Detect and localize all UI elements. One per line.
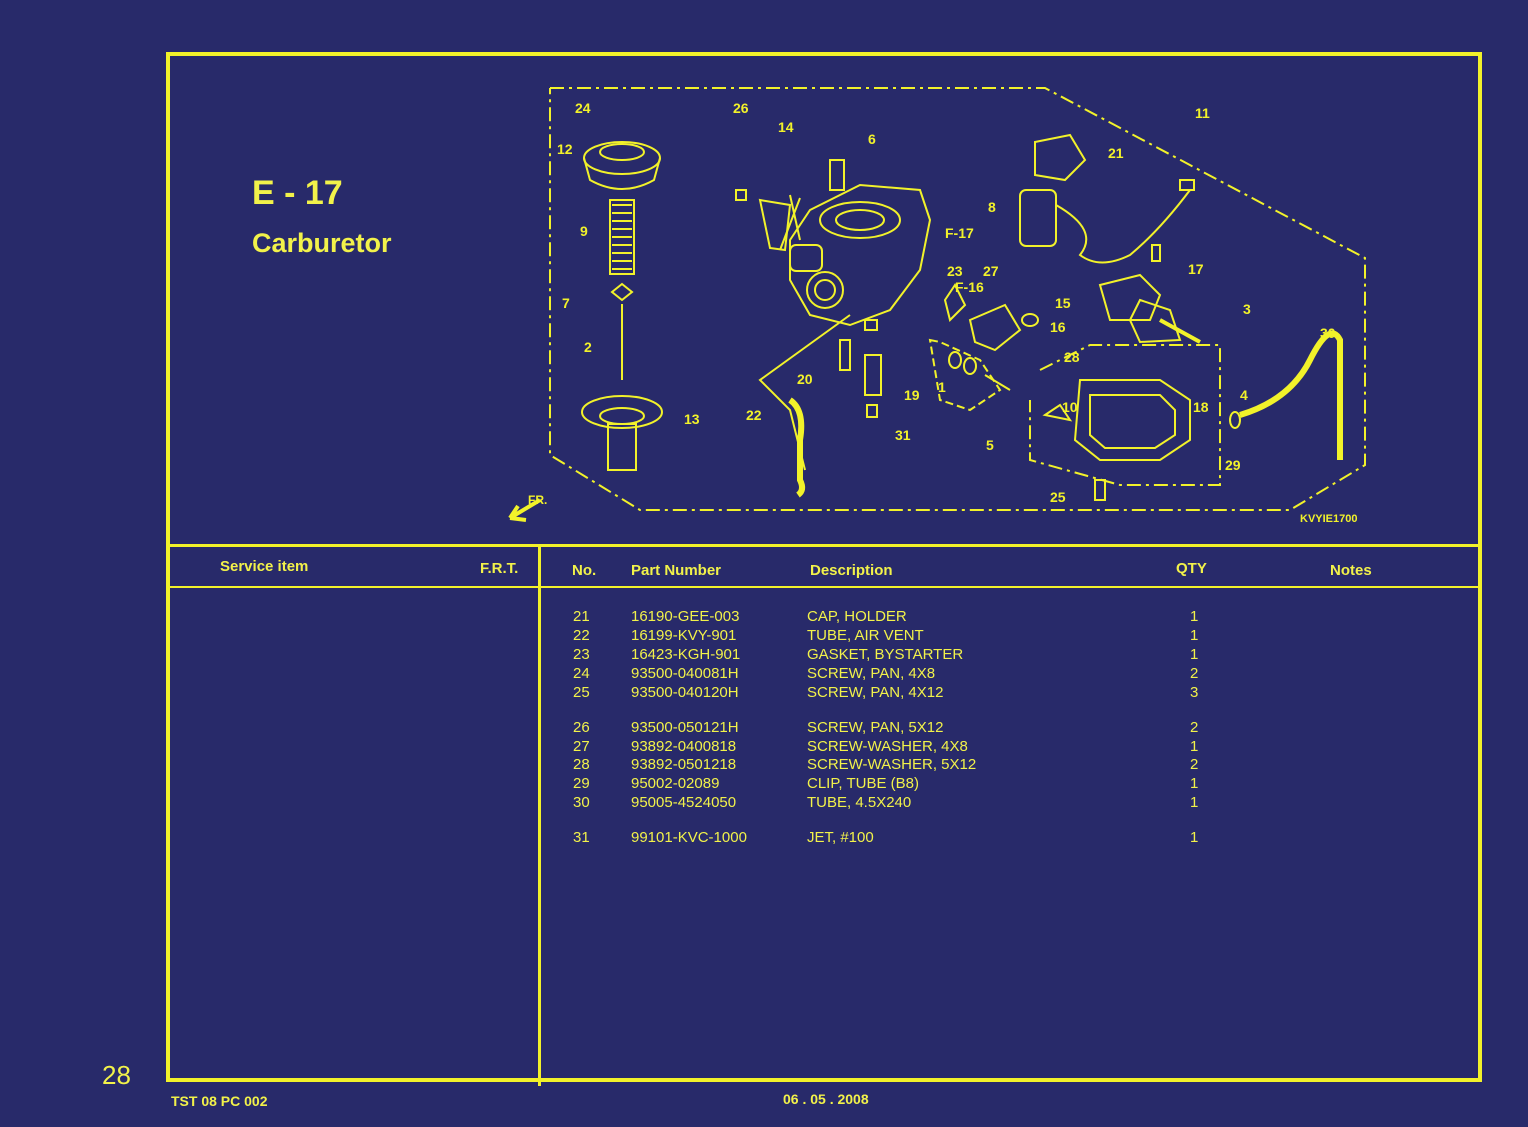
ref-f17: F-17 [945, 225, 974, 241]
part-number: 93500-040120H [631, 684, 739, 701]
part-description: SCREW, PAN, 4X12 [807, 684, 944, 701]
part-qty: 1 [1190, 775, 1199, 792]
catalog-frame: E - 17 Carburetor [166, 52, 1482, 1086]
part-qty: 1 [1190, 738, 1199, 755]
ref-f16: F-16 [955, 279, 984, 295]
part-qty: 1 [1190, 794, 1199, 811]
part-number: 93892-0400818 [631, 738, 737, 755]
part-no: 25 [573, 684, 590, 701]
part-qty: 1 [1190, 829, 1199, 846]
callout-label: 7 [562, 295, 570, 311]
part-number: 95002-02089 [631, 775, 720, 792]
header-frt: F.R.T. [480, 560, 519, 577]
header-qty: QTY [1176, 560, 1207, 577]
callout-label: 31 [895, 427, 911, 443]
part-number: 16199-KVY-901 [631, 627, 737, 644]
callout-label: 26 [733, 100, 749, 116]
callout-label: 24 [575, 100, 591, 116]
part-no: 29 [573, 775, 590, 792]
header-bottom-rule [170, 586, 1478, 588]
part-description: CLIP, TUBE (B8) [807, 775, 919, 792]
callout-label: 8 [988, 199, 996, 215]
callout-label: 14 [778, 119, 794, 135]
callout-label: 28 [1064, 349, 1080, 365]
part-number: 16190-GEE-003 [631, 608, 740, 625]
part-qty: 2 [1190, 756, 1199, 773]
callout-label: 20 [797, 371, 813, 387]
callout-label: 17 [1188, 261, 1204, 277]
column-divider [538, 544, 541, 1086]
part-no: 21 [573, 608, 590, 625]
part-qty: 1 [1190, 646, 1199, 663]
part-qty: 3 [1190, 684, 1199, 701]
part-description: TUBE, 4.5X240 [807, 794, 912, 811]
section-title: Carburetor [252, 228, 392, 258]
callout-label: 1 [938, 379, 946, 395]
part-description: SCREW, PAN, 5X12 [807, 719, 944, 736]
section-code: E - 17 [252, 174, 343, 212]
header-description: Description [810, 562, 893, 579]
part-qty: 2 [1190, 719, 1199, 736]
part-description: JET, #100 [807, 829, 874, 846]
part-no: 30 [573, 794, 590, 811]
callout-label: 9 [580, 223, 588, 239]
header-notes: Notes [1330, 562, 1372, 579]
callout-label: 13 [684, 411, 700, 427]
callout-label: 16 [1050, 319, 1066, 335]
part-qty: 2 [1190, 665, 1199, 682]
part-description: SCREW-WASHER, 4X8 [807, 738, 968, 755]
part-description: TUBE, AIR VENT [807, 627, 924, 644]
callout-label: 10 [1062, 399, 1078, 415]
table-top-rule [170, 544, 1478, 547]
callout-label: 2 [584, 339, 592, 355]
callout-label: 23 [947, 263, 963, 279]
part-qty: 1 [1190, 627, 1199, 644]
part-number: 93500-040081H [631, 665, 739, 682]
callout-label: 12 [557, 141, 573, 157]
part-description: GASKET, BYSTARTER [807, 646, 964, 663]
part-number: 93892-0501218 [631, 756, 737, 773]
part-number: 93500-050121H [631, 719, 739, 736]
callout-label: 22 [746, 407, 762, 423]
header-no: No. [572, 562, 597, 579]
part-no: 28 [573, 756, 590, 773]
callout-label: 11 [1195, 105, 1210, 121]
part-number: 16423-KGH-901 [631, 646, 741, 663]
callout-label: 15 [1055, 295, 1071, 311]
exploded-diagram: 24 26 14 6 11 12 21 8 9 23 27 17 7 15 3 … [508, 87, 1366, 525]
callout-label: 18 [1193, 399, 1209, 415]
part-no: 27 [573, 738, 590, 755]
front-marker: FR. [528, 493, 547, 507]
callout-label: 4 [1240, 387, 1248, 403]
part-no: 22 [573, 627, 590, 644]
diagram-code: KVYIE1700 [1300, 513, 1357, 525]
callout-label: 30 [1320, 325, 1336, 341]
callout-label: 25 [1050, 489, 1066, 505]
callout-label: 6 [868, 131, 876, 147]
part-number: 99101-KVC-1000 [631, 829, 747, 846]
header-service-item: Service item [220, 558, 309, 575]
part-no: 26 [573, 719, 590, 736]
document-date: 06 . 05 . 2008 [783, 1091, 869, 1107]
callout-label: 29 [1225, 457, 1241, 473]
part-no: 31 [573, 829, 590, 846]
header-part-number: Part Number [631, 562, 722, 579]
part-number: 95005-4524050 [631, 794, 737, 811]
part-description: CAP, HOLDER [807, 608, 907, 625]
part-qty: 1 [1190, 608, 1199, 625]
part-description: SCREW-WASHER, 5X12 [807, 756, 977, 773]
callout-label: 5 [986, 437, 994, 453]
part-description: SCREW, PAN, 4X8 [807, 665, 936, 682]
callout-label: 3 [1243, 301, 1251, 317]
callout-label: 27 [983, 263, 999, 279]
part-no: 24 [573, 665, 590, 682]
callout-label: 19 [904, 387, 920, 403]
document-code: TST 08 PC 002 [171, 1093, 268, 1109]
callout-label: 21 [1108, 145, 1124, 161]
part-no: 23 [573, 646, 590, 663]
page-number: 28 [102, 1060, 131, 1090]
